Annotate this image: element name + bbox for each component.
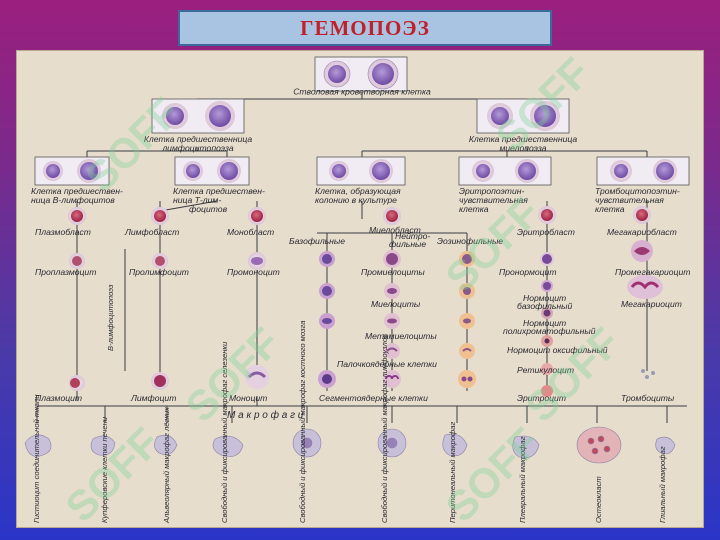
label-ery-prog-2: чувствительная [459,195,528,205]
label-eosinophilic: Эозинофильные [437,236,503,246]
diagram-canvas: Стволовая кроветворная клетка Клетка пре… [24,56,690,524]
macrophage-type-label: Остеокласт [594,476,603,523]
label-thr-prog-3: клетка [595,204,625,214]
macrophage-type-label: Плевральный макрофаг [518,436,527,523]
label-thr-prog-1: Тромбоцитопоэтин- [595,186,680,196]
label-plasmocyte: Плазмоцит [35,393,82,403]
label-monocyte: Моноцит [229,393,267,403]
label-b-prog-1: Клетка предшествен- [31,186,123,196]
page-title: ГЕМОПОЭЗ [178,10,552,46]
macrophage-type-label: Глиальный макрофаг [658,446,667,523]
label-erythrocyte: Эритроцит [517,393,566,403]
label-plasmoblast: Плазмобласт [35,227,91,237]
label-cfu-1: Клетка, образующая [315,186,401,196]
blast-cells [68,206,651,225]
macrophage-type-label: Свободный и фиксированный макрофаг лимфо… [380,334,389,523]
label-b-lymphopoiesis: В-лимфоцитопоэз [106,284,115,351]
macrophage-type-label: Перитонеальный макрофаг [448,422,457,523]
label-neutrophilic-1: Нейтро- [395,231,430,241]
connector-lines [36,93,687,423]
second-row-progenitor-boxes [34,156,690,186]
macrophage-type-label: Альвеолярный макрофаг лёгких [162,406,171,524]
label-t-prog-3: фоцитов [189,204,228,214]
label-metamyelocytes: Метамиелоциты [365,331,437,341]
myelopoiesis-progenitor-box [476,98,570,134]
label-myelo-prog-1: Клетка предшественница [469,134,578,144]
macrophage-type-label: Свободный и фиксированный макрофаг костн… [298,321,307,523]
label-platelets: Тромбоциты [621,393,675,403]
label-normocyte-poly-2: полихроматофильный [503,326,596,336]
label-monoblast: Монобласт [227,227,274,237]
macrophage-type-label: Купферовские клетки печени [100,416,109,523]
lymphopoiesis-progenitor-box [151,98,245,134]
label-segmented: Сегментоядерные клетки [319,393,428,403]
stem-cell-box [314,56,408,92]
label-cfu-2: колонию в культуре [315,195,397,205]
label-lymph-prog-2: лимфоцитопоэза [161,143,234,153]
label-myelocytes: Миелоциты [371,299,421,309]
label-megakaryoblast: Мегакариобласт [607,227,677,237]
label-thr-prog-2: чувствительная [595,195,664,205]
label-myeloblast: Миелобласт [369,225,421,235]
label-basophilic: Базофильные [289,236,345,246]
label-lymph-prog-1: Клетка предшественница [144,134,253,144]
label-proplasmocyte: Проплазмоцит [35,267,96,277]
maturing-cells [69,240,663,375]
label-prolymphocyte: Пролимфоцит [129,267,189,277]
label-lymphocyte: Лимфоцит [130,393,176,403]
macrophage-type-label: Свободный и фиксированный макрофаг селез… [220,341,229,523]
label-stem-cell: Стволовая кроветворная клетка [293,87,431,97]
label-ery-prog-1: Эритропоэтин- [459,186,524,196]
label-myelo-prog-2: миелопоэза [499,143,546,153]
label-normocyte-baso-1: Нормоцит [523,293,566,303]
label-promegakaryocyte: Промегакариоцит [615,267,690,277]
label-band-cells: Палочкоядерные клетки [337,359,437,369]
label-erythroblast: Эритробласт [517,227,575,237]
label-normocyte-oxy: Нормоцит оксифильный [507,345,608,355]
label-normocyte-poly-1: Нормоцит [523,318,566,328]
label-promyelocytes: Промиелоциты [361,267,425,277]
label-megakaryocyte: Мегакариоцит [621,299,682,309]
label-t-prog-1: Клетка предшествен- [173,186,265,196]
label-t-prog-2: ница Т-лим- [173,195,221,205]
label-reticulocyte: Ретикулоцит [517,365,574,375]
label-pronormocyte: Пронормоцит [499,267,557,277]
mature-cells [69,365,655,397]
label-macrophages: М а к р о ф а г и [227,409,304,421]
label-promonocyte: Промоноцит [227,267,280,277]
label-b-prog-2: ница В-лимфоцитов [31,195,115,205]
macrophage-cells [24,426,676,464]
label-lymphoblast: Лимфобласт [124,227,179,237]
cell-labels: Стволовая кроветворная клетка Клетка пре… [31,87,690,422]
label-neutrophilic-2: фильные [389,239,426,249]
macrophage-type-label: Гистиоцит соединительной ткани [32,394,41,523]
hematopoiesis-diagram: Стволовая кроветворная клетка Клетка пре… [16,50,704,528]
macrophage-type-labels: Гистиоцит соединительной ткани Купферовс… [32,321,667,524]
label-normocyte-baso-2: базофильный [517,301,572,311]
label-ery-prog-3: клетка [459,204,489,214]
